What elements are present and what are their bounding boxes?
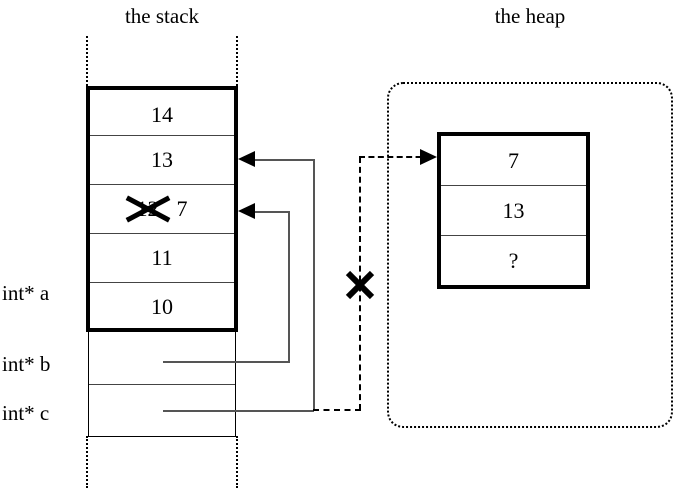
stack-guide-right-bottom (236, 436, 238, 488)
variable-label-c: int* c (2, 401, 50, 425)
heap-cell-value: 13 (502, 197, 525, 223)
stack-cell-value: 14 (151, 101, 173, 127)
heap-cell-0: 7 (441, 136, 586, 186)
struck-old-value: 12 (125, 195, 170, 223)
stack-cell-overwritten: 12 7 (90, 184, 234, 233)
stack-cell-old-value: 12 (136, 196, 159, 221)
severed-pointer-arrowhead (420, 149, 437, 165)
stack-free-frame (88, 332, 236, 437)
stack-cell-11: 11 (90, 233, 234, 282)
heap-cell-1: 13 (441, 185, 586, 235)
heap-cell-value: ? (508, 247, 519, 273)
heap-cell-value: 7 (508, 148, 519, 173)
pointer-c-segment-horizontal (163, 410, 314, 412)
stack-heading: the stack (124, 4, 200, 28)
stack-guide-left-top (86, 36, 88, 86)
stack-cell-value: 11 (151, 245, 173, 270)
pointer-c-segment-head (244, 159, 315, 161)
stack-cell-c (89, 384, 235, 436)
variable-label-b: int* b (2, 352, 51, 376)
severed-pointer-cross-icon (343, 268, 377, 302)
stack-cell-b (89, 332, 235, 384)
stack-cell-value: 13 (151, 147, 173, 172)
severed-pointer-segment-bottom (313, 409, 361, 411)
pointer-b-segment-vertical (288, 212, 290, 362)
stack-allocated-frame: 14 13 12 7 11 10 (86, 86, 238, 332)
stack-cell-10: 10 (90, 282, 234, 331)
stack-cell-new-value: 7 (176, 196, 188, 221)
pointer-b-segment-head (244, 211, 290, 213)
stack-cell-value: 10 (151, 294, 173, 319)
stack-cell-14: 14 (90, 90, 234, 139)
stack-guide-right-top (236, 36, 238, 86)
stack-guide-left-bottom (86, 436, 88, 488)
heap-allocated-block: 7 13 ? (437, 132, 590, 289)
stack-cell-13: 13 (90, 135, 234, 184)
heap-heading: the heap (494, 4, 566, 28)
heap-region-boundary (387, 82, 673, 428)
pointer-b-segment-horizontal (163, 361, 290, 363)
variable-label-a: int* a (2, 281, 50, 305)
severed-pointer-segment-top (359, 156, 431, 158)
pointer-b-arrowhead (238, 203, 255, 219)
pointer-c-segment-vertical (313, 160, 315, 411)
heap-cell-2: ? (441, 235, 586, 285)
pointer-c-arrowhead (238, 151, 255, 167)
